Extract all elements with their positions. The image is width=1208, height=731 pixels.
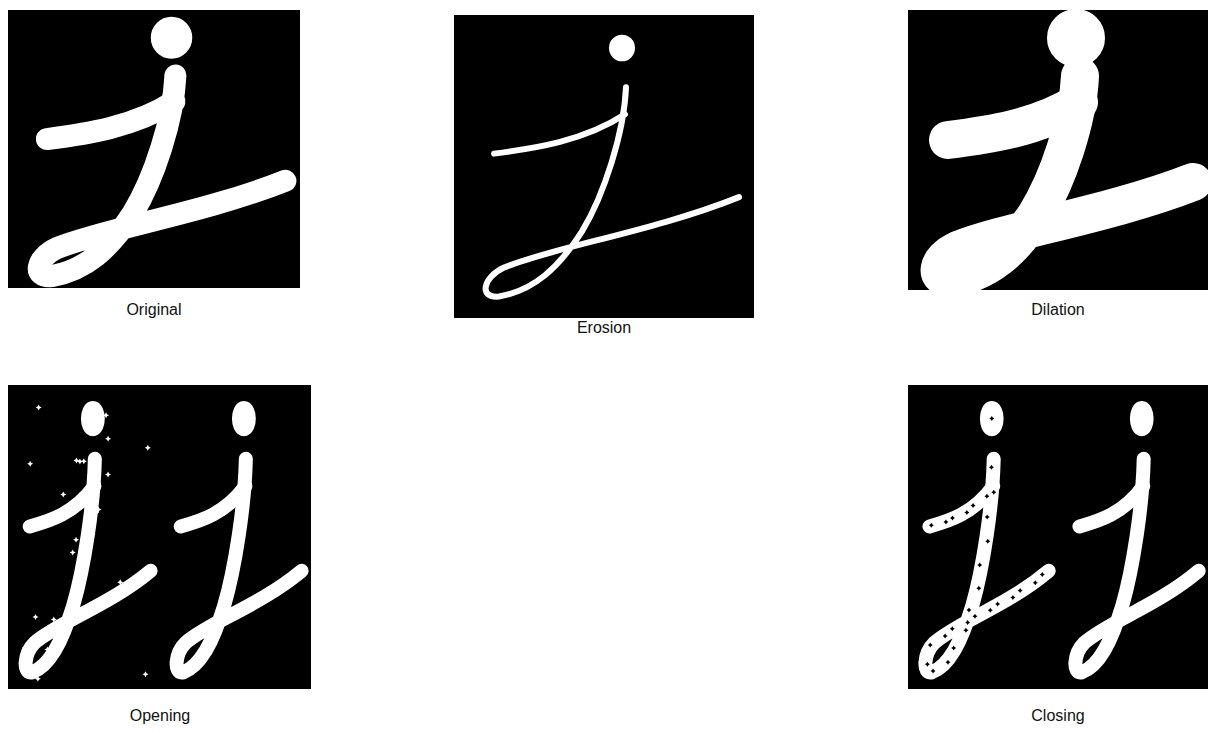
noise-speckle (73, 457, 79, 463)
noise-speckle (105, 436, 111, 442)
noise-speckle (27, 461, 33, 467)
hole-dot (1018, 588, 1023, 593)
noise-speckle (35, 676, 41, 682)
noise-speckle (117, 579, 123, 585)
hole-dot (984, 494, 989, 499)
hole-dot (976, 586, 981, 591)
original-image (8, 10, 300, 288)
noise-speckle (95, 507, 101, 513)
hole-dot (951, 646, 956, 651)
noise-speckle (105, 471, 111, 477)
hole-dot (925, 662, 930, 667)
panel-caption: Opening (130, 707, 191, 725)
noise-speckle (44, 646, 50, 652)
hole-dot (931, 668, 936, 673)
hole-dot (991, 490, 996, 495)
hole-dot (929, 523, 934, 528)
erosion-image (454, 15, 754, 318)
noise-speckle (77, 458, 83, 464)
noise-speckle (60, 492, 66, 498)
noise-speckle (22, 645, 28, 651)
noise-speckle (73, 537, 79, 543)
hole-dot (950, 626, 955, 631)
hole-dot (963, 628, 968, 633)
hole-dot (964, 510, 969, 515)
hole-dot (1040, 572, 1045, 577)
hole-dot (1010, 595, 1015, 600)
noise-speckle (145, 445, 151, 451)
hole-dot (977, 563, 982, 568)
noise-speckle (70, 550, 76, 556)
hole-dot (943, 633, 948, 638)
opening-image (8, 385, 311, 689)
hole-dot (989, 465, 994, 470)
hole-dot (943, 520, 948, 525)
noise-speckle (89, 531, 95, 537)
hole-dot (972, 614, 977, 619)
hole-dot (945, 660, 950, 665)
dilation-image (908, 10, 1208, 290)
hole-dot (995, 601, 1000, 606)
hole-dot (971, 503, 976, 508)
panel-caption: Closing (1031, 707, 1084, 725)
noise-speckle (22, 659, 28, 665)
hole-dot (950, 515, 955, 520)
panel-caption: Erosion (577, 319, 631, 337)
noise-speckle (80, 553, 86, 559)
hole-dot (1033, 580, 1038, 585)
panel-caption: Dilation (1031, 301, 1084, 319)
hole-dot (965, 620, 970, 625)
hole-dot (985, 539, 990, 544)
noise-speckle (28, 519, 34, 525)
hole-dot (988, 608, 993, 613)
hole-dot (966, 608, 971, 613)
hole-dot (985, 515, 990, 520)
hole-dot (989, 416, 994, 421)
noise-speckle (103, 412, 109, 418)
closing-image (908, 385, 1208, 689)
noise-speckle (51, 617, 57, 623)
noise-speckle (142, 671, 148, 677)
noise-speckle (36, 405, 42, 411)
noise-speckle (88, 486, 94, 492)
hole-dot (928, 643, 933, 648)
noise-speckle (33, 614, 39, 620)
panel-caption: Original (126, 301, 181, 319)
